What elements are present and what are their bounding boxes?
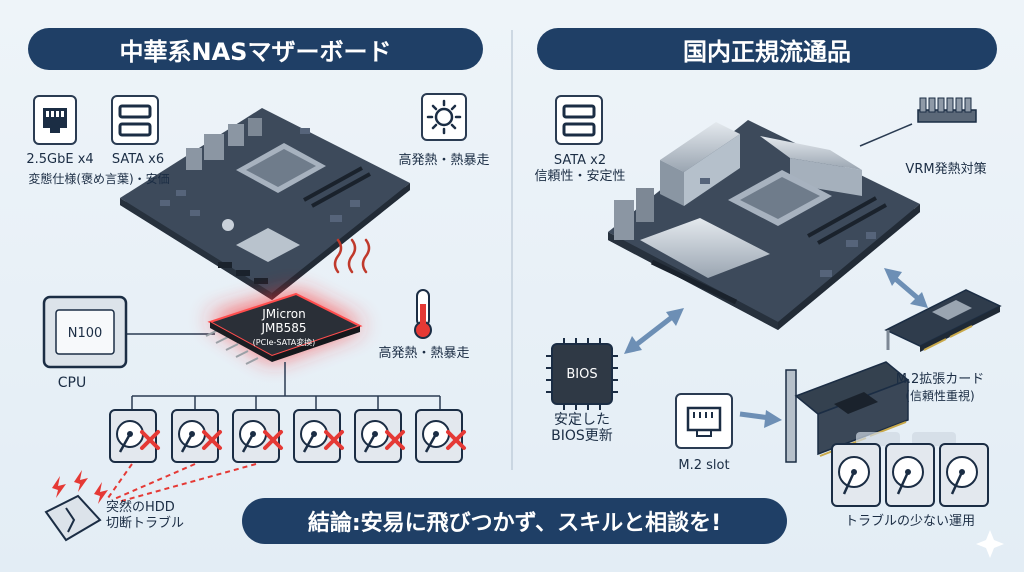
right-title: 国内正規流通品	[537, 28, 997, 70]
bios-link-arrow	[624, 308, 684, 354]
sata-x2-line2: 信頼性・安定性	[534, 169, 626, 184]
bios-chip-text: BIOS	[566, 367, 597, 382]
sata-port-icon-right	[555, 95, 603, 145]
m2-card-line2: (信頼性重視)	[905, 389, 975, 403]
error-x-icon	[263, 430, 283, 450]
m2-card-line1: M.2拡張カード	[895, 372, 985, 387]
vrm-label: VRM発熱対策	[905, 162, 987, 177]
hdd-icon	[109, 409, 157, 463]
bios-label-line2: BIOS更新	[551, 428, 613, 444]
m2-slot-label: M.2 slot	[678, 458, 730, 473]
controller-note: (PCIe-SATA変換)	[253, 337, 316, 347]
hdd-icon	[831, 443, 881, 507]
sata-port-icon	[111, 95, 159, 145]
disconnect-dashed-lines	[107, 463, 257, 503]
low-trouble-label: トラブルの少ない運用	[844, 514, 975, 529]
lan-label: 2.5GbE x4	[26, 152, 94, 167]
right-motherboard-illustration	[608, 120, 920, 330]
error-x-icon	[446, 430, 466, 450]
ethernet-port-icon	[33, 95, 77, 145]
thermometer-icon	[414, 289, 432, 339]
jmicron-controller-chip	[205, 292, 364, 365]
expansion-link-arrow	[884, 268, 928, 308]
failing-hdd-group	[109, 409, 466, 463]
healthy-hdd-group	[831, 432, 989, 507]
heat-wave-icon	[333, 238, 371, 274]
m2-slot-icon	[675, 393, 733, 449]
bios-label: 安定した BIOS更新	[534, 412, 630, 444]
sata-x2-line1: SATA x2	[553, 153, 607, 168]
sata-x6-label: SATA x6	[111, 152, 165, 167]
cpu-label: CPU	[57, 375, 87, 391]
sparkle-icon	[976, 530, 1004, 558]
sata-connection-lines	[131, 362, 441, 410]
error-x-icon	[385, 430, 405, 450]
error-x-icon	[140, 430, 160, 450]
heat-top-label: 高発熱・熱暴走	[398, 153, 490, 168]
hdd-icon	[293, 409, 341, 463]
hdd-icon	[232, 409, 280, 463]
hdd-icon	[415, 409, 463, 463]
bios-label-line1: 安定した	[554, 412, 610, 428]
m2-link-arrow	[739, 410, 782, 428]
controller-name-1: JMicron	[261, 307, 305, 321]
heat-mid-label: 高発熱・熱暴走	[378, 346, 470, 361]
m2-expansion-card	[884, 289, 1002, 352]
vrm-pointer-line	[859, 123, 913, 147]
left-title: 中華系NASマザーボード	[28, 28, 483, 70]
hdd-icon	[171, 409, 219, 463]
hdd-icon	[939, 443, 989, 507]
hdd-trouble-label: 突然のHDD 切断トラブル	[106, 500, 206, 532]
m2-card-label: M.2拡張カード (信頼性重視)	[880, 372, 1000, 404]
hdd-icon	[354, 409, 402, 463]
lan-note-label: 変態仕様(褒め言葉)・安価	[28, 172, 170, 186]
sata-x2-label: SATA x2 信頼性・安定性	[528, 153, 632, 185]
hdd-trouble-line1: 突然のHDD	[106, 500, 175, 515]
controller-name-2: JMB585	[260, 321, 306, 335]
bios-chip-icon	[546, 338, 618, 410]
cpu-chip-text: N100	[68, 326, 103, 341]
conclusion-banner: 結論:安易に飛びつかず、スキルと相談を!	[242, 498, 787, 544]
sun-heat-icon	[421, 93, 467, 141]
broken-connection-icon	[44, 470, 108, 542]
left-motherboard-illustration	[120, 108, 410, 300]
cpu-chip-icon	[42, 295, 128, 369]
hdd-icon	[885, 443, 935, 507]
vrm-heatsink-icon	[917, 97, 977, 123]
hdd-trouble-line2: 切断トラブル	[106, 516, 185, 531]
error-x-icon	[324, 430, 344, 450]
error-x-icon	[202, 430, 222, 450]
